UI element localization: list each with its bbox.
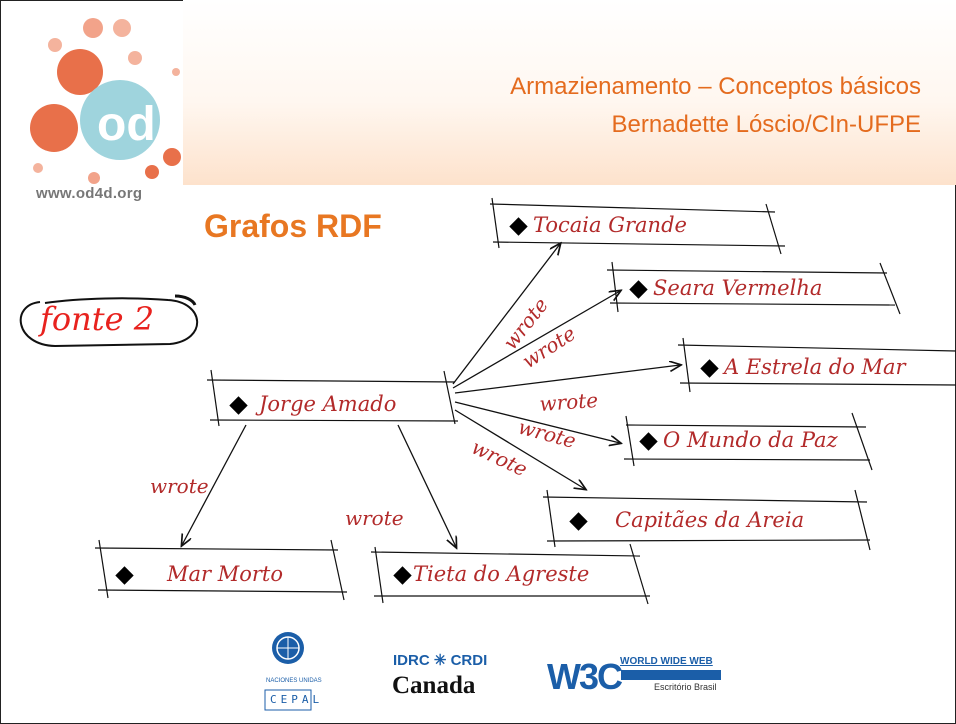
node-label: Tieta do Agreste	[413, 562, 590, 586]
w3c-line: WORLD WIDE WEB	[620, 656, 713, 667]
node-label: A Estrela do Mar	[724, 355, 906, 379]
header-title: Armazienamento – Conceptos básicos Berna…	[401, 68, 921, 144]
edge-label-3: wrote	[539, 388, 599, 416]
fonte-note: fonte 2	[40, 300, 155, 338]
node-box-estrela-do-mar	[677, 337, 956, 393]
snowflake-icon: ✳	[433, 652, 447, 669]
node-label: Tocaia Grande	[533, 213, 687, 237]
slide-header: Armazienamento – Conceptos básicos Berna…	[183, 0, 956, 185]
edge-label-6: wrote	[150, 474, 209, 498]
node-box-tocaia-grande	[489, 197, 786, 255]
slide-heading: Grafos RDF	[204, 208, 382, 244]
node-box-mundo-da-paz	[623, 412, 873, 471]
node-box-mar-morto	[94, 539, 348, 601]
header-line-1: Armazienamento – Conceptos básicos	[510, 73, 921, 100]
idrc-logo: IDRC ✳ CRDI	[393, 651, 487, 669]
node-capitaes-da-areia: Capitães da Areia	[569, 508, 805, 532]
w3c-consortium-bar	[621, 670, 721, 680]
node-label: Capitães da Areia	[615, 508, 805, 532]
cepal-label: CEPAL	[270, 693, 324, 706]
canada-wordmark: Canada	[392, 672, 476, 699]
edge-mundo-da-paz	[454, 401, 620, 443]
node-box-capitaes-da-areia	[542, 489, 871, 551]
logo-site-url: www.od4d.org	[36, 185, 143, 202]
node-mar-morto: Mar Morto	[115, 562, 284, 586]
edge-capitaes-da-areia	[454, 409, 585, 489]
node-mundo-da-paz: O Mundo da Paz	[639, 428, 838, 452]
node-tieta-do-agreste: Tieta do Agreste	[393, 562, 590, 586]
header-line-2: Bernadette Lóscio/CIn-UFPE	[611, 111, 921, 138]
node-box-jorge-amado	[206, 369, 459, 427]
edge-mar-morto	[182, 424, 247, 545]
edge-tocaia-grande	[452, 244, 560, 385]
node-label: Seara Vermelha	[653, 276, 823, 300]
idrc-label: IDRC	[393, 652, 430, 669]
w3c-logo: W3C	[547, 656, 623, 697]
edge-estrela-do-mar	[454, 365, 680, 394]
node-label: O Mundo da Paz	[663, 428, 838, 452]
node-tocaia-grande: Tocaia Grande	[509, 213, 687, 237]
edge-label-7: wrote	[345, 506, 404, 530]
node-box-seara-vermelha	[606, 261, 901, 315]
crdi-label: CRDI	[450, 652, 488, 669]
w3c-office: Escritório Brasil	[654, 682, 717, 692]
node-label: Jorge Amado	[259, 392, 397, 416]
un-label: NACIONES UNIDAS	[266, 678, 322, 684]
node-label: Mar Morto	[167, 562, 284, 586]
edge-seara-vermelha	[452, 291, 620, 389]
node-jorge-amado: Jorge Amado	[229, 392, 397, 416]
od4d-logo: od	[30, 18, 181, 184]
node-box-tieta-do-agreste	[370, 543, 650, 605]
logo-mark: od	[97, 98, 156, 151]
node-seara-vermelha: Seara Vermelha	[629, 276, 823, 300]
node-estrela-do-mar: A Estrela do Mar	[700, 355, 906, 379]
edge-tieta-do-agreste	[397, 424, 456, 547]
